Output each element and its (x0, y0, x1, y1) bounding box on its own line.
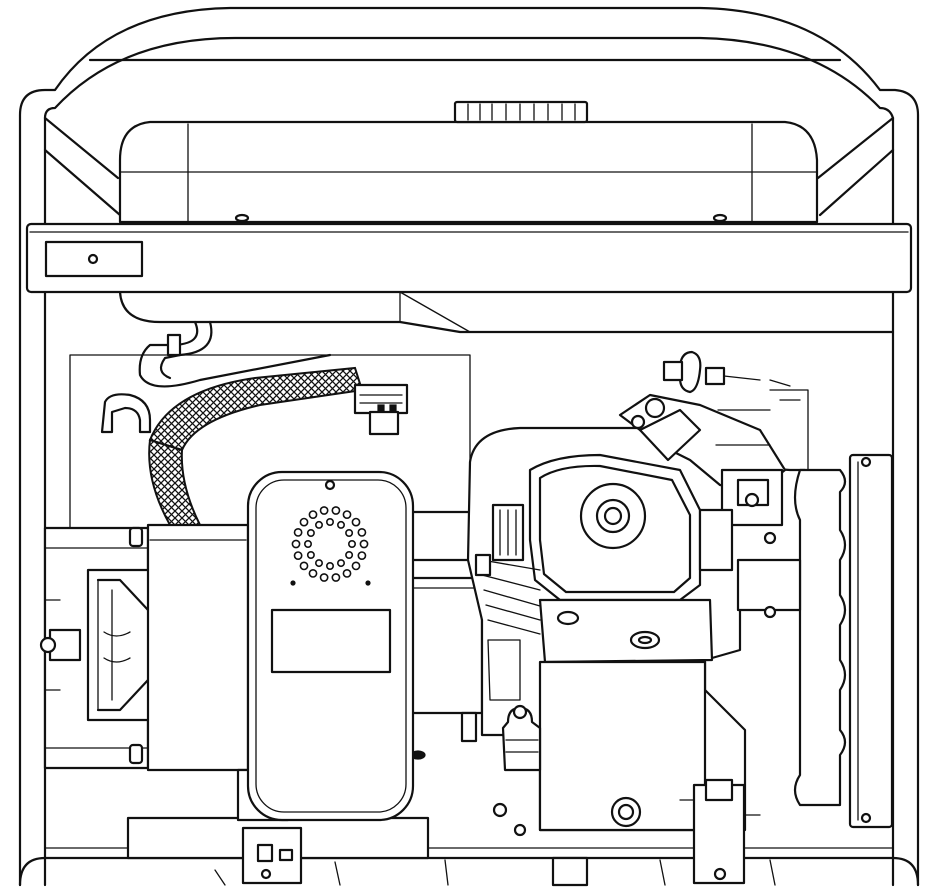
rubber-mounts (214, 778, 776, 887)
spark-plug-cap (662, 350, 791, 394)
grill-hole-inner (325, 517, 334, 526)
alternator (39, 523, 250, 772)
air-filter (736, 453, 894, 829)
grill-hole-inner (303, 539, 312, 548)
grill-hole-outer (299, 561, 309, 571)
grill-hole-inner (306, 528, 315, 537)
grill-hole-outer (342, 510, 352, 519)
label-plate (270, 608, 392, 674)
grill-hole-outer (331, 506, 341, 515)
grill-hole-inner (336, 559, 345, 568)
grill-hole-outer (299, 517, 309, 527)
grill-hole-outer (351, 517, 361, 527)
grill-hole-inner (347, 539, 356, 548)
fuel-line (138, 320, 332, 388)
tubular-frame (18, 6, 920, 887)
grill-hole-outer (359, 539, 369, 549)
grill-hole-outer (351, 561, 361, 571)
center-housing (126, 510, 494, 860)
grill-hole-inner (314, 520, 323, 529)
grill-hole-inner (345, 550, 354, 559)
grill-hole-outer (342, 569, 352, 578)
fuel-tank (118, 100, 895, 334)
grill-hole-outer (308, 510, 318, 519)
crossbar-slot (44, 240, 144, 278)
oil-filler (501, 704, 542, 772)
grill-hole-inner (306, 550, 315, 559)
grill-hole-outer (357, 551, 367, 560)
fuel-cap (453, 100, 589, 124)
muffler-cover (246, 470, 415, 822)
carburetor (618, 389, 809, 572)
grill-hole-outer (331, 573, 341, 582)
grill-hole-outer (293, 528, 303, 537)
grill-hole-inner (336, 520, 345, 529)
grill-hole-outer (319, 573, 329, 582)
grill-hole-outer (308, 569, 318, 578)
harness-connector (353, 383, 409, 436)
grill-hole-outer (319, 506, 329, 515)
crossbar-bolt (87, 253, 99, 265)
muffler-grill (291, 506, 369, 582)
grill-hole-outer (357, 528, 367, 537)
grill-hole-outer (291, 539, 301, 549)
crossbar (25, 222, 913, 294)
grill-hole-inner (314, 559, 323, 568)
grill-hole-inner (325, 561, 334, 570)
grill-hole-outer (293, 551, 303, 560)
grill-hole-inner (345, 528, 354, 537)
